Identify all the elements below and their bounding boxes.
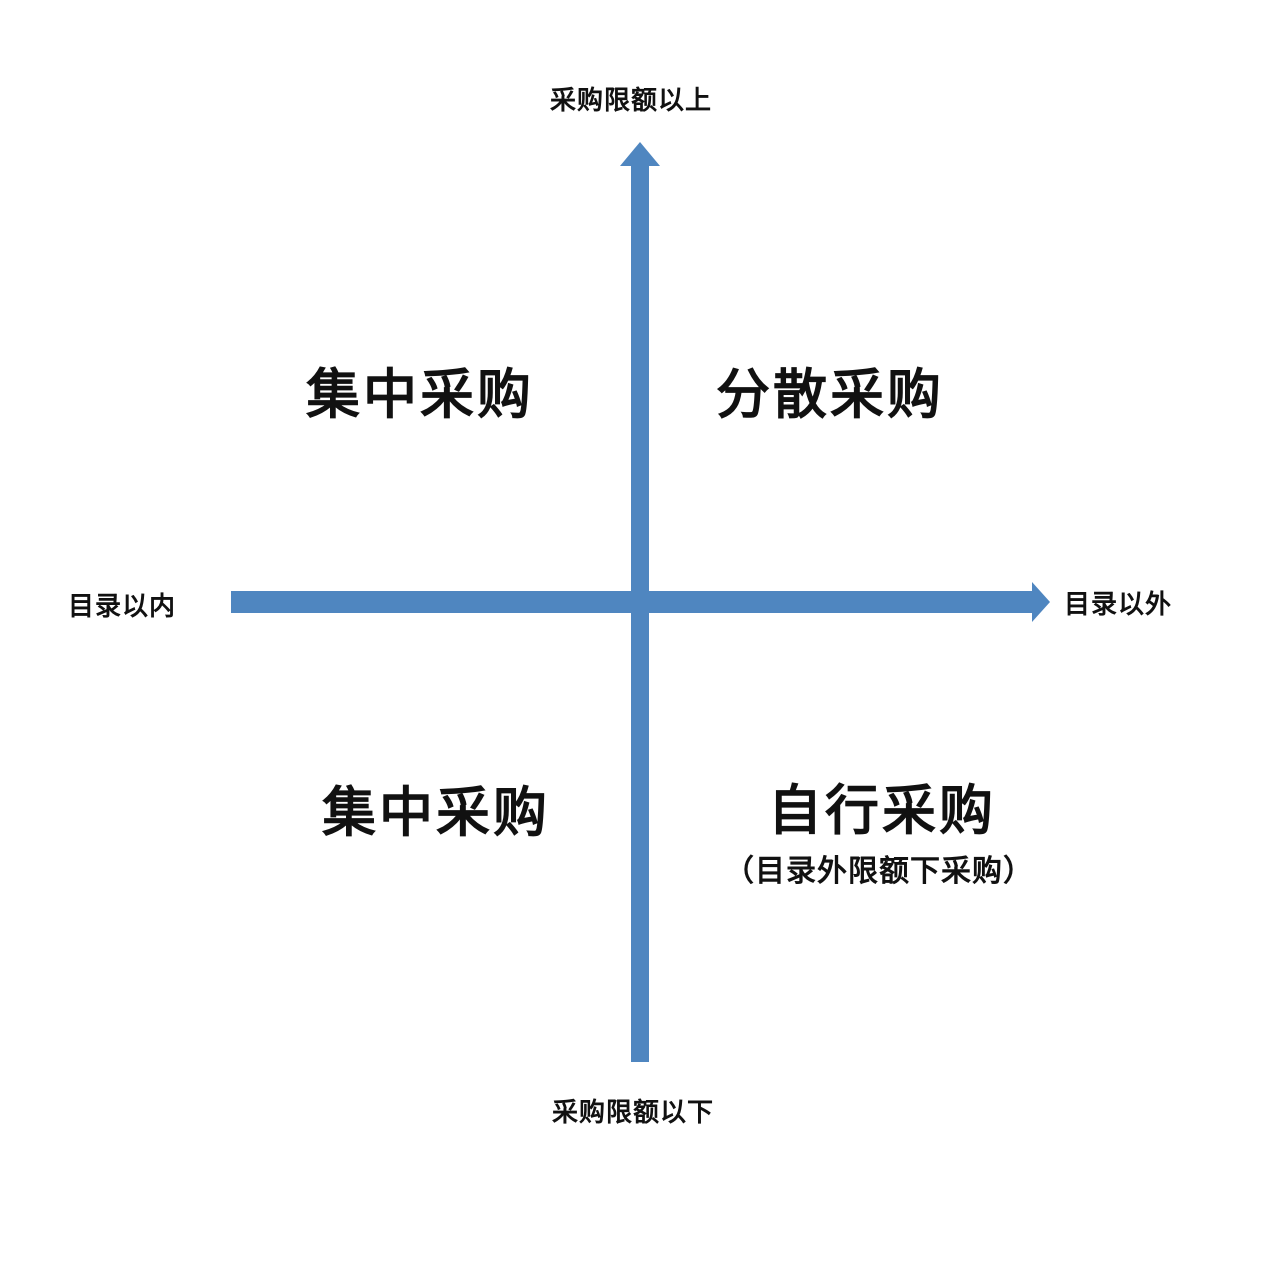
horizontal-axis [231,591,1034,613]
quadrant-bottom-right: 自行采购 [768,779,996,842]
quadrant-top-left: 集中采购 [306,363,534,426]
y-axis-top-label: 采购限额以上 [550,86,713,116]
up-arrow-head [620,142,660,166]
quadrant-bottom-left: 集中采购 [322,781,550,844]
y-axis-bottom-label: 采购限额以下 [552,1098,715,1128]
quadrant-bottom-right-subtitle: （目录外限额下采购） [724,854,1034,889]
x-axis-left-label: 目录以内 [68,592,177,622]
quadrant-top-right: 分散采购 [716,363,944,426]
x-axis-right-label: 目录以外 [1064,590,1173,620]
vertical-axis [631,165,649,1062]
right-arrow-head [1032,582,1050,622]
